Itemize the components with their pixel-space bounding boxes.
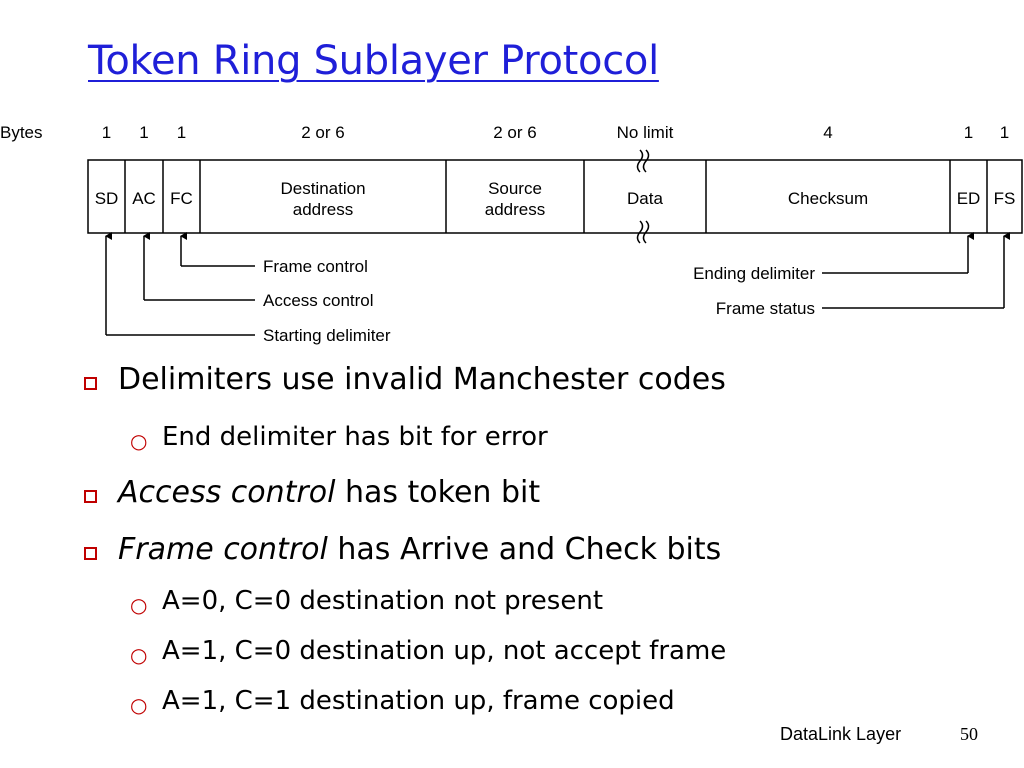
bullet-text: End delimiter has bit for error [162, 422, 548, 452]
bullet-item: A=0, C=0 destination not present [162, 586, 603, 616]
square-bullet-icon [84, 490, 97, 503]
bullet-text: Frame control [118, 532, 328, 567]
square-bullet-icon [84, 547, 97, 560]
footer-label: DataLink Layer [780, 724, 902, 744]
bullet-text: Delimiters use invalid Manchester codes [118, 362, 726, 397]
slide-title: Token Ring Sublayer Protocol [88, 38, 659, 84]
field-ed: ED [957, 189, 981, 208]
bytes-label: Bytes [0, 123, 43, 142]
byte-size-data: No limit [617, 123, 674, 142]
bullet-text: has Arrive and Check bits [327, 532, 722, 567]
field-destination-line2: address [293, 200, 353, 219]
bullet-item: Access control has token bit [118, 475, 540, 510]
bullet-item: A=1, C=0 destination up, not accept fram… [162, 636, 726, 666]
circle-bullet-icon: ○ [130, 429, 148, 453]
bullet-text: A=1, C=1 destination up, frame copied [162, 686, 675, 716]
square-bullet-icon [84, 377, 97, 390]
bullet-text: Access control [118, 475, 336, 510]
break-mark-top-right [642, 149, 650, 173]
bullet-item: End delimiter has bit for error [162, 422, 548, 452]
byte-size-ac: 1 [139, 123, 148, 142]
field-destination-line1: Destination [280, 179, 365, 198]
bullet-item: Frame control has Arrive and Check bits [118, 532, 721, 567]
break-mark-top-left [636, 149, 644, 173]
field-fc: FC [170, 189, 193, 208]
bullet-text: A=0, C=0 destination not present [162, 586, 604, 616]
byte-size-destination: 2 or 6 [301, 123, 344, 142]
field-checksum: Checksum [788, 189, 868, 208]
circle-bullet-icon: ○ [130, 643, 148, 667]
byte-size-checksum: 4 [823, 123, 832, 142]
byte-size-ed: 1 [964, 123, 973, 142]
break-mark-bottom-left [636, 220, 644, 244]
break-mark-bottom-right [642, 220, 650, 244]
token-ring-frame-diagram: Bytes 1SD 1AC 1FC 2 or 6 Destination address 2 … [0, 123, 1023, 345]
callout-label-fs: Frame status [716, 299, 815, 318]
circle-bullet-icon: ○ [130, 693, 148, 717]
callout-label-ac: Access control [263, 291, 374, 310]
field-source-line2: address [485, 200, 545, 219]
byte-size-source: 2 or 6 [493, 123, 536, 142]
bullet-item: A=1, C=1 destination up, frame copied [162, 686, 675, 716]
page-number: 50 [960, 724, 978, 744]
field-source-line1: Source [488, 179, 542, 198]
circle-bullet-icon: ○ [130, 593, 148, 617]
field-fs: FS [994, 189, 1016, 208]
field-sd: SD [95, 189, 119, 208]
byte-size-sd: 1 [102, 123, 111, 142]
callout-label-ed: Ending delimiter [693, 264, 815, 283]
bullet-text: A=1, C=0 destination up, not accept fram… [162, 636, 727, 666]
field-ac: AC [132, 189, 156, 208]
bullet-item: Delimiters use invalid Manchester codes [118, 362, 726, 397]
frame-outline [87, 159, 1023, 234]
bullet-text: has token bit [335, 475, 541, 510]
byte-size-fs: 1 [1000, 123, 1009, 142]
byte-size-fc: 1 [177, 123, 186, 142]
field-data: Data [627, 189, 663, 208]
callout-label-sd: Starting delimiter [263, 326, 391, 345]
callout-label-fc: Frame control [263, 257, 368, 276]
